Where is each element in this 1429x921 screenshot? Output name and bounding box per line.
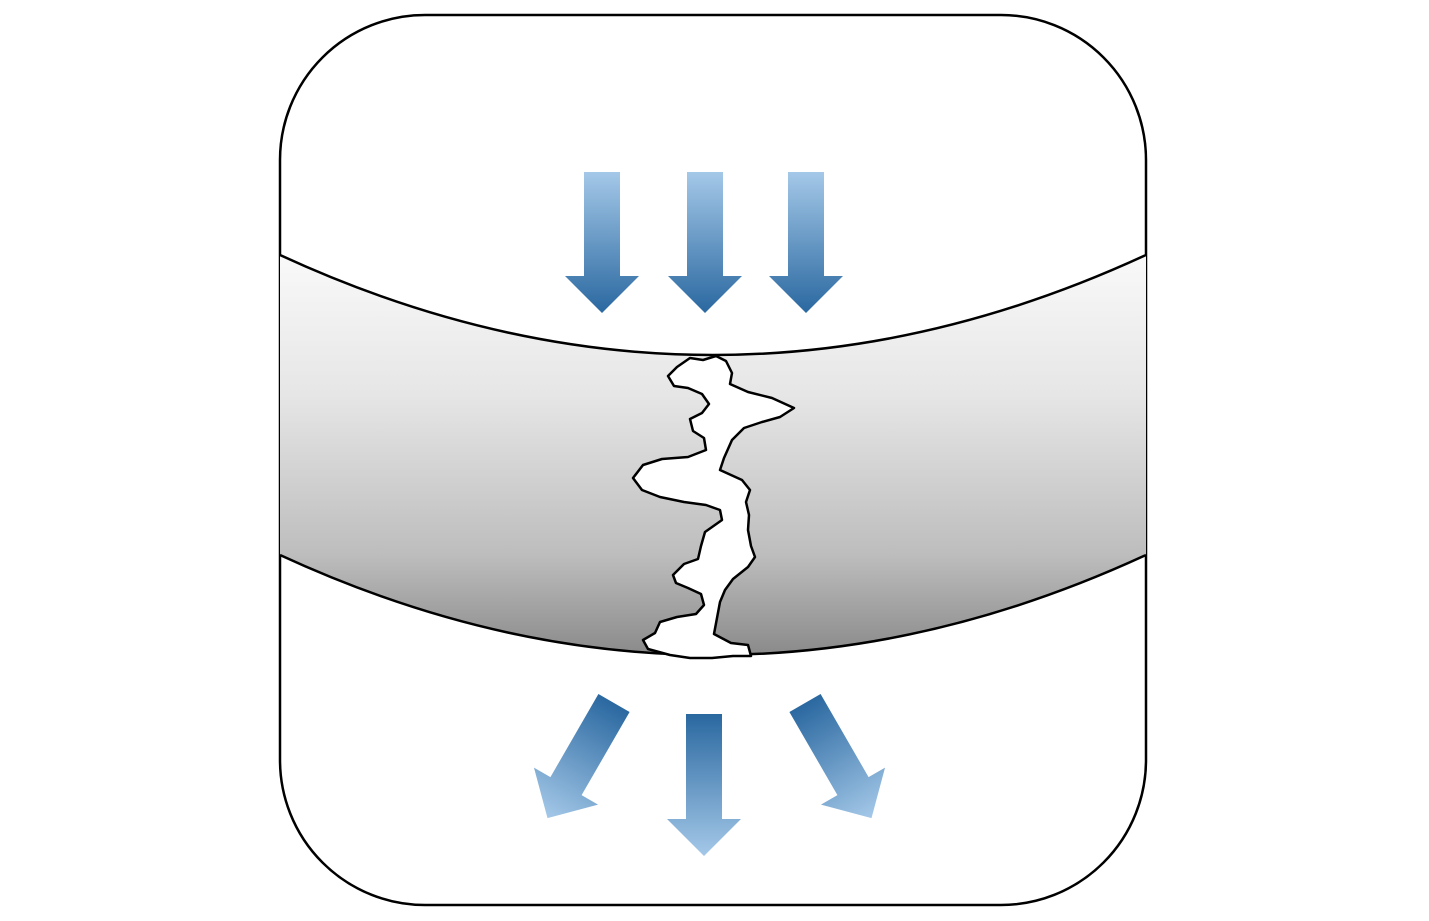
inflow-arrow-center-icon (668, 172, 742, 313)
inflow-arrow-left-icon (565, 172, 639, 313)
outflow-arrows (533, 694, 886, 856)
inflow-arrow-right-icon (769, 172, 843, 313)
outflow-arrow-right-icon (789, 694, 886, 819)
outflow-arrow-center-icon (667, 714, 741, 856)
outflow-arrow-left-icon (533, 694, 630, 819)
inflow-arrows (565, 172, 843, 313)
fracture-crack (631, 354, 796, 660)
layer-top-edge (279, 253, 1147, 357)
